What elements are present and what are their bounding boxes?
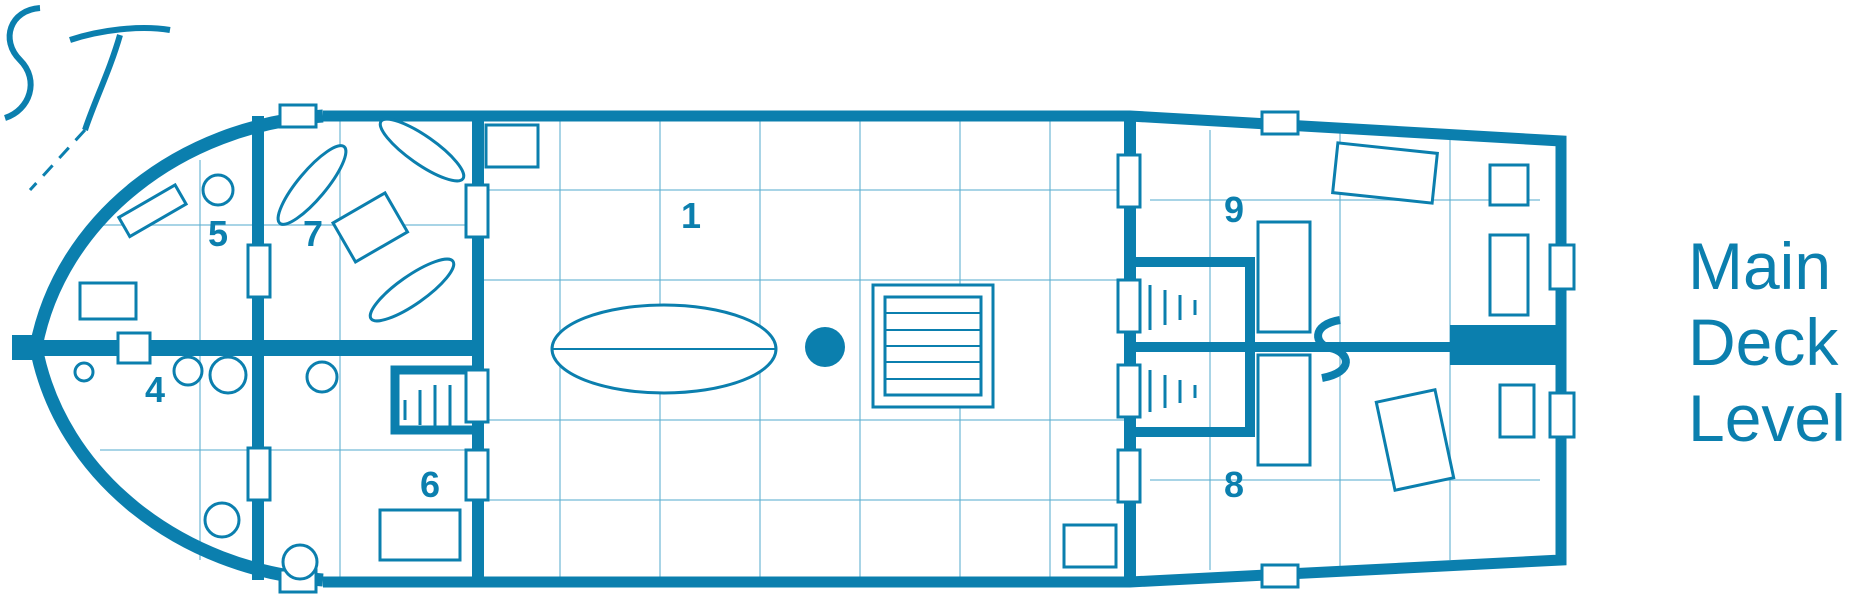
title-line: Deck	[1688, 305, 1839, 379]
hull	[12, 103, 1576, 594]
room-8-label: 8	[1224, 464, 1244, 505]
map-title: Main Deck Level	[1688, 228, 1846, 456]
deck-features	[73, 117, 1536, 581]
room-labels: 1 4 5 6 7 8 9	[145, 189, 1244, 505]
room-5-label: 5	[208, 213, 228, 254]
room-4-label: 4	[145, 369, 165, 410]
title-line: Main	[1688, 229, 1832, 303]
room-1-label: 1	[681, 195, 701, 236]
room-6-label: 6	[420, 464, 440, 505]
title-line: Level	[1688, 381, 1846, 455]
logo	[3, 5, 171, 192]
room-7-label: 7	[303, 213, 323, 254]
mast-icon	[805, 327, 845, 367]
room-9-label: 9	[1224, 189, 1244, 230]
cargo-grate-icon	[871, 283, 995, 409]
